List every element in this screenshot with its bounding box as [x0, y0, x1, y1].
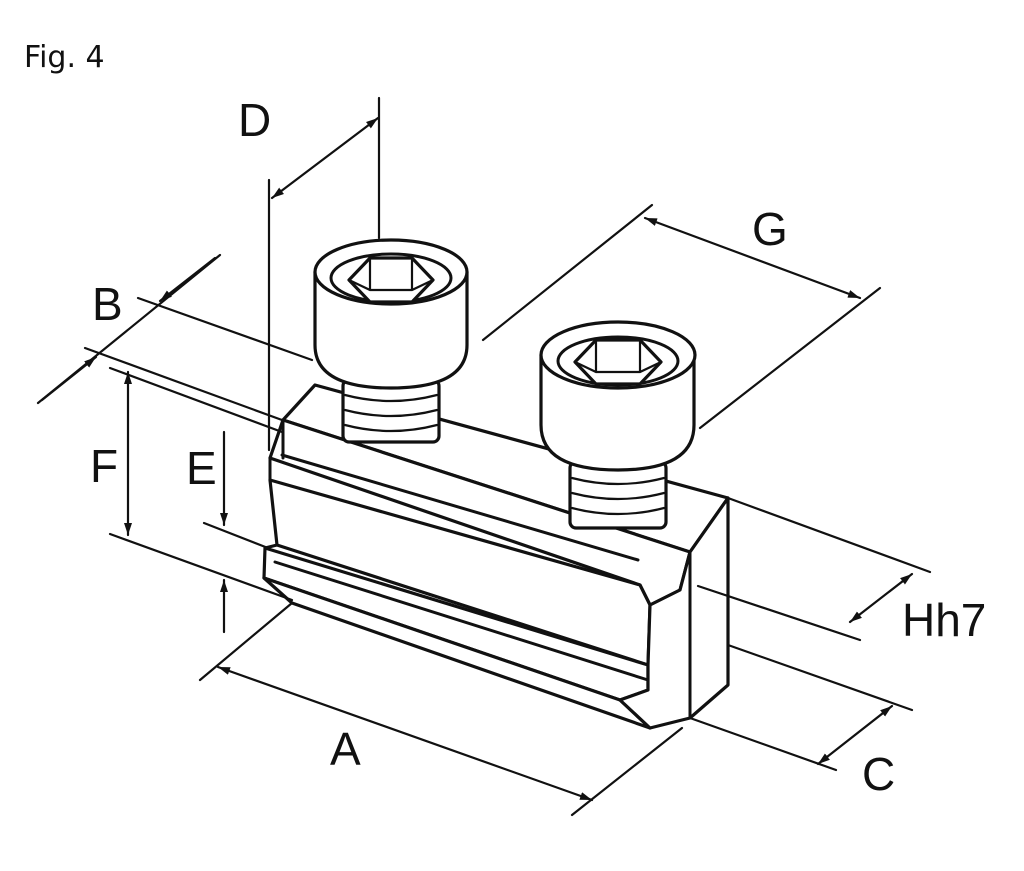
label-d: D — [238, 94, 271, 146]
label-b: B — [92, 278, 123, 330]
label-a: A — [330, 723, 361, 775]
label-f: F — [90, 440, 118, 492]
hex-socket-icon — [347, 256, 435, 304]
cap-screw-right — [539, 320, 697, 530]
figure-caption: Fig. 4 — [24, 40, 105, 75]
label-g: G — [752, 203, 788, 255]
label-e: E — [186, 442, 217, 494]
dimension-lines — [36, 96, 932, 817]
label-h: Hh7 — [902, 594, 986, 646]
right-end-face — [618, 496, 730, 730]
label-c: C — [862, 748, 895, 800]
cap-screw-left — [313, 238, 469, 444]
hex-socket-icon — [573, 338, 663, 386]
